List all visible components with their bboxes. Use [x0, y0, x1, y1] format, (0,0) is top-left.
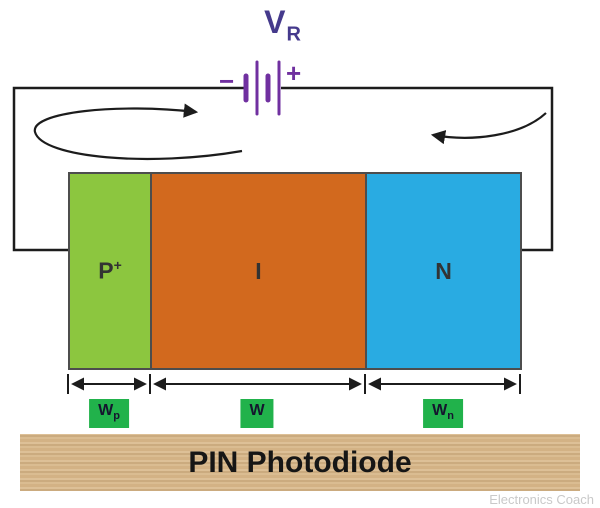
n-region: N — [365, 172, 522, 370]
p-region: P+ — [68, 172, 152, 370]
wp-dimension-label: Wp — [89, 399, 129, 429]
p-region-text: P — [98, 257, 114, 284]
wn-label-text: W — [432, 402, 448, 419]
intrinsic-region-label: I — [255, 257, 262, 284]
voltage-symbol: V — [264, 4, 287, 40]
battery-icon — [243, 60, 281, 116]
intrinsic-region: I — [150, 172, 367, 370]
n-region-label: N — [435, 257, 452, 284]
diagram-title: PIN Photodiode — [188, 445, 412, 479]
wn-label-subscript: n — [447, 410, 454, 423]
right-current-arrow-icon — [430, 112, 547, 145]
p-region-superscript: + — [113, 257, 122, 274]
reverse-voltage-label: VR — [264, 4, 302, 46]
w-dimension-label: W — [240, 399, 274, 429]
dimension-ticks — [67, 374, 521, 394]
wn-dimension-label: Wn — [423, 399, 463, 429]
left-current-arrow-icon — [33, 103, 243, 161]
voltage-subscript: R — [286, 23, 302, 46]
wp-label-subscript: p — [113, 410, 120, 423]
watermark: Electronics Coach — [489, 492, 594, 507]
left-circuit-wire — [12, 86, 244, 252]
title-banner: PIN Photodiode — [20, 434, 580, 491]
p-region-label: P+ — [98, 257, 122, 285]
battery-plus-sign: + — [286, 58, 302, 88]
wp-label-text: W — [98, 402, 114, 419]
w-label-text: W — [249, 402, 265, 419]
right-circuit-wire — [281, 86, 554, 252]
